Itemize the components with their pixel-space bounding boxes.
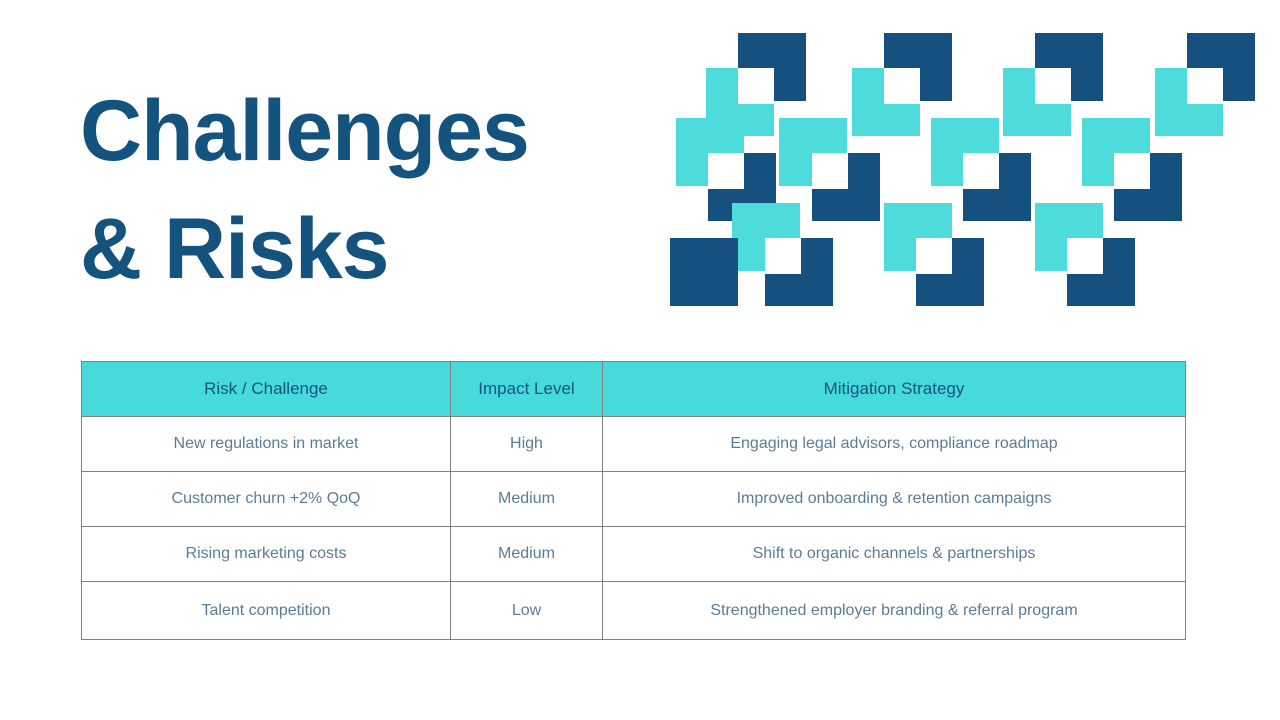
table-row: Talent competition Low Strengthened empl…: [81, 581, 1186, 640]
mosaic-white-overlap: [916, 238, 952, 274]
mosaic-white-overlap: [765, 238, 801, 274]
cell-mitigation: Improved onboarding & retention campaign…: [602, 471, 1186, 527]
page-title: Challenges & Risks: [80, 72, 640, 308]
mosaic-white-overlap: [738, 68, 774, 104]
risk-table-container: Risk / Challenge Impact Level Mitigation…: [81, 361, 1186, 640]
risk-table: Risk / Challenge Impact Level Mitigation…: [81, 361, 1186, 640]
page-title-line-2: & Risks: [80, 201, 390, 297]
column-header-mitigation: Mitigation Strategy: [602, 361, 1186, 417]
mosaic-navy-square: [670, 238, 738, 306]
table-row: New regulations in market High Engaging …: [81, 416, 1186, 472]
cell-impact: Low: [450, 581, 603, 640]
cell-risk: Customer churn +2% QoQ: [81, 471, 451, 527]
mosaic-white-overlap: [1114, 153, 1150, 189]
mosaic-white-overlap: [812, 153, 848, 189]
column-header-impact: Impact Level: [450, 361, 603, 417]
cell-risk: Talent competition: [81, 581, 451, 640]
cell-impact: Medium: [450, 526, 603, 582]
mosaic-white-overlap: [1187, 68, 1223, 104]
table-header-row: Risk / Challenge Impact Level Mitigation…: [81, 361, 1186, 417]
table-row: Rising marketing costs Medium Shift to o…: [81, 526, 1186, 582]
cell-risk: Rising marketing costs: [81, 526, 451, 582]
cell-mitigation: Strengthened employer branding & referra…: [602, 581, 1186, 640]
mosaic-white-overlap: [963, 153, 999, 189]
cell-mitigation: Shift to organic channels & partnerships: [602, 526, 1186, 582]
risk-table-header: Risk / Challenge Impact Level Mitigation…: [81, 361, 1186, 417]
mosaic-white-overlap: [884, 68, 920, 104]
decorative-square-mosaic: [670, 20, 1270, 306]
table-row: Customer churn +2% QoQ Medium Improved o…: [81, 471, 1186, 527]
mosaic-white-overlap: [1067, 238, 1103, 274]
column-header-risk: Risk / Challenge: [81, 361, 451, 417]
cell-impact: High: [450, 416, 603, 472]
cell-risk: New regulations in market: [81, 416, 451, 472]
mosaic-white-overlap: [708, 153, 744, 189]
cell-mitigation: Engaging legal advisors, compliance road…: [602, 416, 1186, 472]
page-title-line-1: Challenges: [80, 83, 530, 179]
mosaic-white-overlap: [1035, 68, 1071, 104]
risk-table-body: New regulations in market High Engaging …: [81, 416, 1186, 640]
cell-impact: Medium: [450, 471, 603, 527]
